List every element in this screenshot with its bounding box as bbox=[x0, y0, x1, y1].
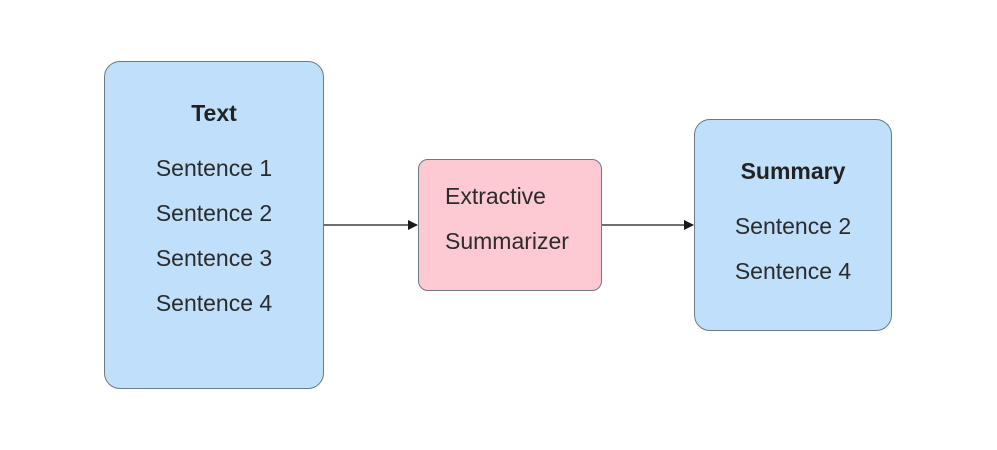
text-node: Text Sentence 1 Sentence 2 Sentence 3 Se… bbox=[104, 61, 324, 389]
summarizer-node: Extractive Summarizer bbox=[418, 159, 602, 291]
summary-sentence-1: Sentence 2 bbox=[734, 213, 852, 239]
summary-sentence-2: Sentence 4 bbox=[734, 258, 852, 284]
summarizer-label-line-2: Summarizer bbox=[445, 228, 569, 254]
text-sentence-2: Sentence 2 bbox=[155, 200, 273, 226]
summary-node: Summary Sentence 2 Sentence 4 bbox=[694, 119, 892, 331]
text-sentence-1: Sentence 1 bbox=[155, 155, 273, 181]
text-sentence-4: Sentence 4 bbox=[155, 290, 273, 316]
summarizer-label-line-1: Extractive bbox=[445, 183, 546, 209]
text-node-title: Text bbox=[191, 100, 237, 126]
text-sentence-3: Sentence 3 bbox=[155, 245, 273, 271]
summary-node-title: Summary bbox=[740, 158, 846, 184]
